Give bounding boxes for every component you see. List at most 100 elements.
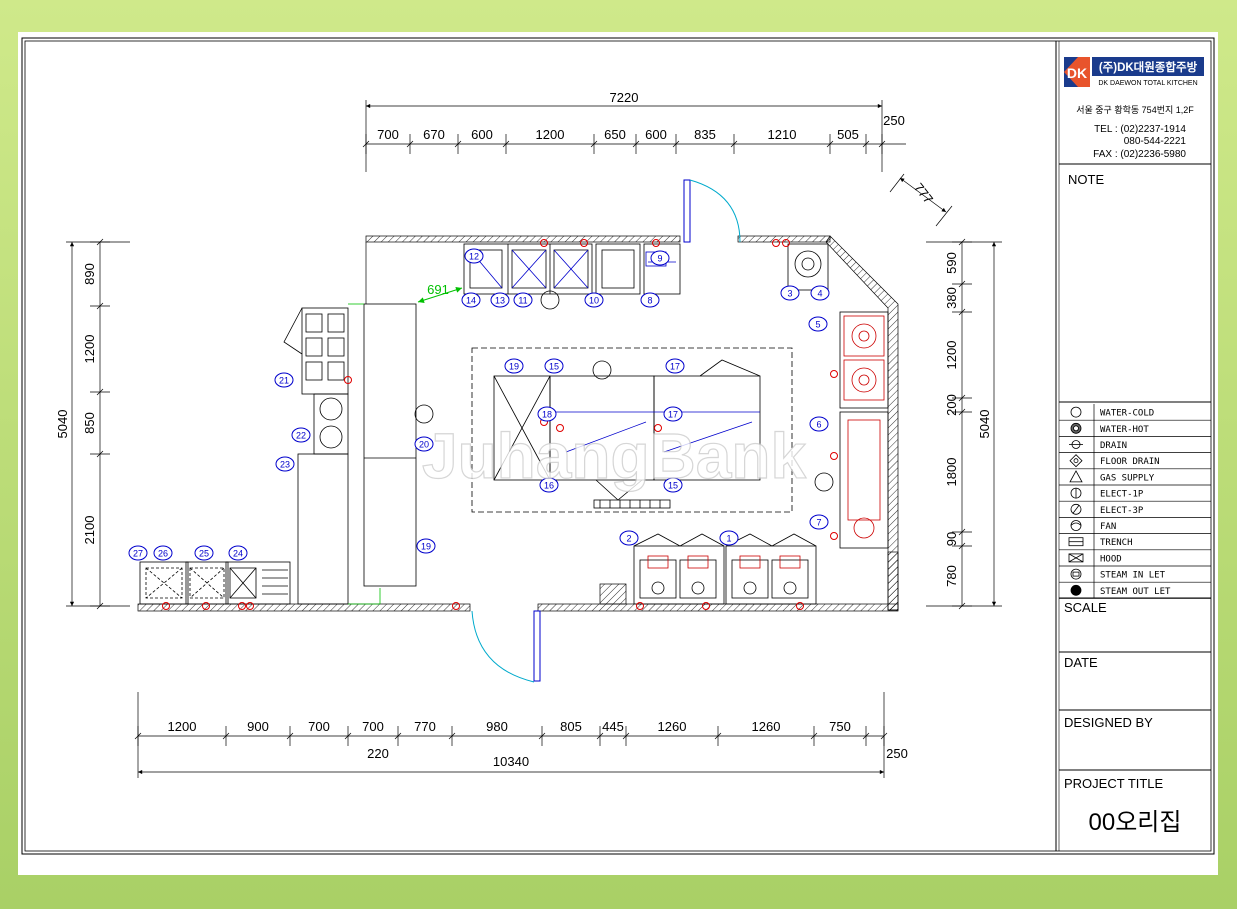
equipment-number: 20 (419, 440, 429, 450)
top-segment-dim: 1210 (768, 127, 797, 142)
interior-691-dim: 691 (427, 282, 449, 297)
top-segment-dim: 505 (837, 127, 859, 142)
water-cold-icon (1070, 406, 1082, 418)
date-label: DATE (1064, 655, 1098, 670)
legend-label: WATER-COLD (1100, 409, 1154, 419)
right-segment-dim: 90 (944, 532, 959, 546)
equipment-number: 19 (421, 542, 431, 552)
equipment-bubble: 23 (275, 456, 295, 472)
bottom-segment-dim: 700 (362, 719, 384, 734)
bottom-segment-dim: 980 (486, 719, 508, 734)
equipment-number: 26 (158, 549, 168, 559)
equipment-bubble: 24 (228, 545, 248, 561)
equipment-bubble: 19 (504, 358, 524, 374)
equipment-number: 12 (469, 252, 479, 262)
bottom-segment-dim: 1260 (658, 719, 687, 734)
equipment-bubble: 9 (650, 250, 670, 266)
equipment-bubble: 16 (539, 477, 559, 493)
right-segment-dim: 780 (944, 565, 959, 587)
left-segment-dim: 850 (82, 412, 97, 434)
elect-3p-icon (1070, 503, 1082, 515)
equipment-bubble: 22 (291, 427, 311, 443)
gas-supply-icon (1069, 470, 1083, 483)
legend-label: STEAM IN LET (1100, 571, 1166, 581)
outer-border (21, 37, 1215, 855)
equipment-number: 2 (626, 534, 631, 544)
trench-icon (1068, 537, 1084, 547)
company-address: 서울 중구 황학동 754번지 1,2F (1076, 105, 1194, 115)
equipment-number: 22 (296, 431, 306, 441)
left-segment-dim: 2100 (82, 516, 97, 545)
bottom-segment-dim: 445 (602, 719, 624, 734)
project-name: 00오리집 (1089, 809, 1182, 836)
equipment-number: 23 (280, 460, 290, 470)
equipment-number: 17 (668, 410, 678, 420)
equipment-number: 24 (233, 549, 243, 559)
right-segment-dim: 1200 (944, 341, 959, 370)
equipment-bubble: 21 (274, 372, 294, 388)
equipment-number: 5 (815, 320, 820, 330)
equipment-number: 18 (542, 410, 552, 420)
equipment-bubble: 17 (663, 406, 683, 422)
top-segment-dim: 1200 (536, 127, 565, 142)
floor-drain-icon (1069, 454, 1083, 468)
company-name-en: DK DAEWON TOTAL KITCHEN (1098, 80, 1197, 87)
legend-label: ELECT-3P (1100, 506, 1144, 516)
water-hot-icon (1070, 422, 1082, 434)
top-segment-dim: 600 (645, 127, 667, 142)
watermark: JuhangBank (422, 420, 806, 492)
equipment-number: 9 (657, 254, 662, 264)
logo-text: DK (1067, 65, 1087, 81)
right-segment-dim: 380 (944, 287, 959, 309)
bottom-door (471, 610, 541, 683)
legend-label: FAN (1100, 522, 1116, 532)
top-segment-dim: 600 (471, 127, 493, 142)
equipment-number: 8 (647, 296, 652, 306)
equipment-bubble: 4 (810, 285, 830, 301)
note-label: NOTE (1068, 172, 1104, 187)
equipment (139, 243, 889, 605)
right-segment-dim: 1800 (944, 458, 959, 487)
diagonal-dim: 777 (911, 180, 936, 206)
equipment-bubble: 7 (809, 514, 829, 530)
equipment-bubble: 12 (464, 248, 484, 264)
equipment-number: 13 (495, 296, 505, 306)
top-segment-dim: 700 (377, 127, 399, 142)
bottom-segment-dim: 1200 (168, 719, 197, 734)
legend-label: WATER-HOT (1100, 425, 1149, 435)
bottom-segment-dim: 700 (308, 719, 330, 734)
top-segment-dim: 835 (694, 127, 716, 142)
elect-1p-icon (1070, 487, 1082, 499)
equipment-bubble: 11 (513, 292, 533, 308)
legend-label: ELECT-1P (1100, 490, 1144, 500)
top-door (683, 179, 741, 243)
equipment-number: 1 (726, 534, 731, 544)
company-tel2: 080-544-2221 (1124, 136, 1187, 147)
designed-by-label: DESIGNED BY (1064, 715, 1153, 730)
equipment-bubble: 15 (663, 477, 683, 493)
legend-label: FLOOR DRAIN (1100, 457, 1160, 467)
left-segment-dim: 890 (82, 263, 97, 285)
equipment-bubble: 5 (808, 316, 828, 332)
kitchen-floor-plan: 1234567891011121314151516171718191920212… (21, 37, 1215, 855)
bottom-segment-dim: 770 (414, 719, 436, 734)
equipment-number: 25 (199, 549, 209, 559)
bottom-segment-dim: 900 (247, 719, 269, 734)
top-total-dim: 7220 (610, 90, 639, 105)
bottom-right-dim: 250 (886, 746, 908, 761)
bottom-220-dim: 220 (367, 746, 389, 761)
left-segment-dim: 1200 (82, 335, 97, 364)
equipment-number: 14 (466, 296, 476, 306)
company-fax: FAX : (02)2236-5980 (1093, 149, 1186, 160)
scale-label: SCALE (1064, 600, 1107, 615)
equipment-bubble: 13 (490, 292, 510, 308)
equipment-number: 3 (787, 289, 792, 299)
title-block: DK (주)DK대원종합주방 DK DAEWON TOTAL KITCHEN 서… (1059, 57, 1211, 836)
equipment-bubble: 18 (537, 406, 557, 422)
bottom-segment-dim: 750 (829, 719, 851, 734)
drain-icon (1069, 440, 1083, 449)
equipment-bubble: 20 (414, 436, 434, 452)
steam-outlet-icon (1070, 584, 1082, 596)
